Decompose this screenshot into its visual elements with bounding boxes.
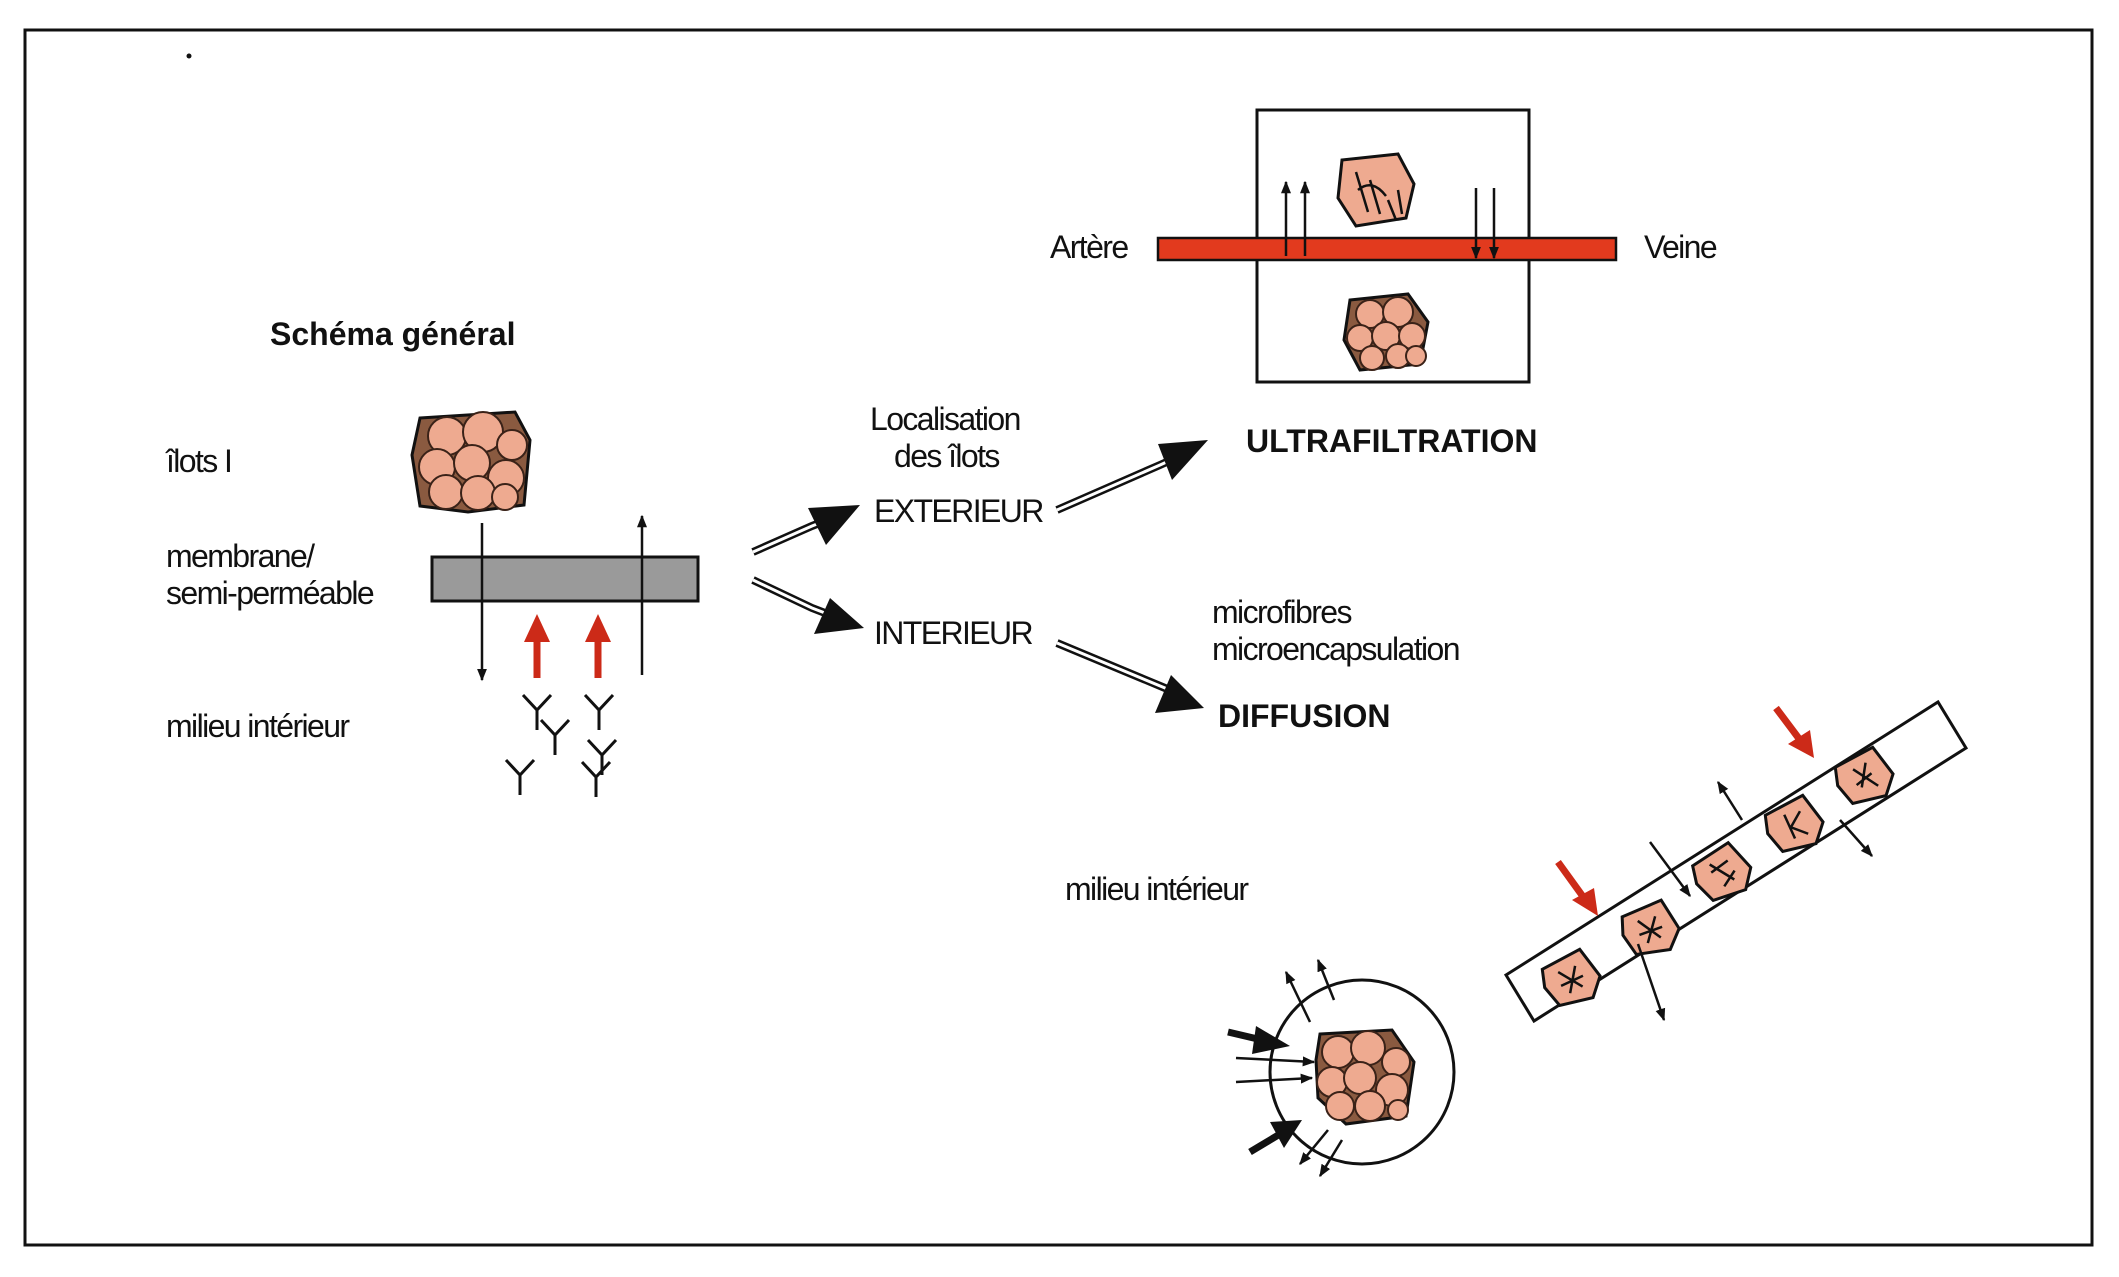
localisation-line2: des îlots [894, 438, 999, 474]
blood-vessel [1156, 236, 1618, 262]
antibody-symbols [504, 693, 618, 797]
red-arrow-fibre-left [1555, 859, 1598, 916]
membrane-label-line1: membrane/ [166, 538, 315, 574]
speck-dot [186, 53, 192, 59]
upward-arrows-vessel [1281, 180, 1310, 256]
diffusion-line2: microencapsulation [1212, 631, 1459, 667]
black-bold-arrows-capsule [1227, 1026, 1302, 1156]
encapsulated-cells-fibre [1540, 745, 1895, 1008]
capsule-exchange-arrows [1235, 958, 1344, 1178]
general-title: Schéma général [270, 316, 515, 352]
artere-label: Artère [1050, 229, 1128, 265]
exterieur-label: EXTERIEUR [874, 493, 1043, 529]
fibre-exchange-arrows [1636, 780, 1873, 1022]
microcapsule [1268, 978, 1456, 1166]
ultrafiltration-title: ULTRAFILTRATION [1246, 423, 1537, 459]
islet-cell-ultrafiltration-top [1336, 152, 1416, 228]
semi-permeable-membrane [430, 555, 700, 603]
red-arrow-1 [524, 614, 550, 678]
membrane-label-line2: semi-perméable [166, 575, 374, 611]
islet-cluster-ultrafiltration [1342, 292, 1430, 372]
double-arrow-to-ultrafiltration [1055, 440, 1208, 514]
downward-arrows-vessel [1471, 188, 1499, 260]
veine-label: Veine [1644, 229, 1717, 265]
double-arrow-to-exterieur [751, 505, 860, 556]
diffusion-line1: microfibres [1212, 594, 1351, 630]
red-arrow-fibre-right [1773, 705, 1814, 758]
islets-label: îlots I [165, 443, 231, 479]
diffusion-title: DIFFUSION [1218, 698, 1390, 734]
interieur-label: INTERIEUR [874, 615, 1033, 651]
islet-cluster-microcapsule [1314, 1028, 1416, 1126]
outer-frame [23, 28, 2094, 1247]
double-arrow-to-interieur [751, 576, 864, 634]
milieu-label-right: milieu intérieur [1065, 871, 1249, 907]
localisation-line1: Localisation [870, 401, 1020, 437]
red-arrow-2 [585, 614, 611, 678]
microfibre-tube [1503, 699, 1969, 1024]
double-arrow-to-diffusion [1055, 639, 1204, 713]
islet-cluster-left [410, 410, 532, 514]
milieu-label-left: milieu intérieur [166, 708, 350, 744]
